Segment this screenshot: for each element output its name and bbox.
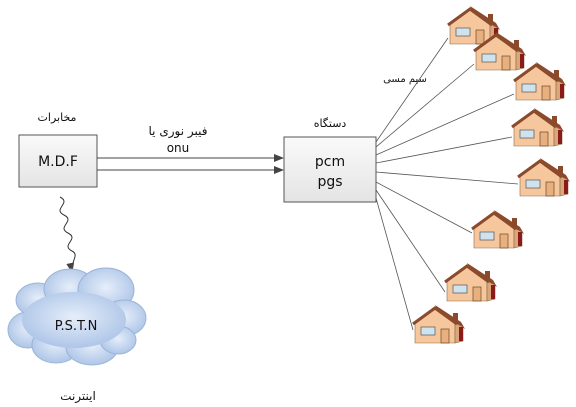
house-icon <box>444 263 497 302</box>
mdf-box <box>18 134 98 188</box>
house-icon <box>447 6 500 45</box>
mdf-label: M.D.F <box>38 154 78 170</box>
house-icon <box>511 108 564 147</box>
copper-wires <box>375 37 519 331</box>
pstn-label: P.S.T.N <box>55 319 98 334</box>
pstn-cloud: P.S.T.N <box>7 267 147 366</box>
device-box <box>283 136 377 203</box>
house-icon <box>513 62 566 101</box>
mdf-to-pstn-link <box>59 196 76 273</box>
mdf-caption: مخابرات <box>38 111 77 124</box>
internet-caption: اینترنت <box>60 389 96 404</box>
device-label-line1: pcm <box>315 154 345 170</box>
house-icon <box>473 32 526 71</box>
link-label-line1: فیبر نوری یا <box>149 124 208 139</box>
house-icon <box>412 305 465 344</box>
house-icon <box>471 210 524 249</box>
device-caption: دستگاه <box>314 117 347 130</box>
houses-group <box>412 6 570 344</box>
link-label-line2: onu <box>167 141 190 155</box>
house-icon <box>517 158 570 197</box>
copper-wire-label: سیم مسی <box>383 74 427 85</box>
device-label-line2: pgs <box>317 174 342 190</box>
